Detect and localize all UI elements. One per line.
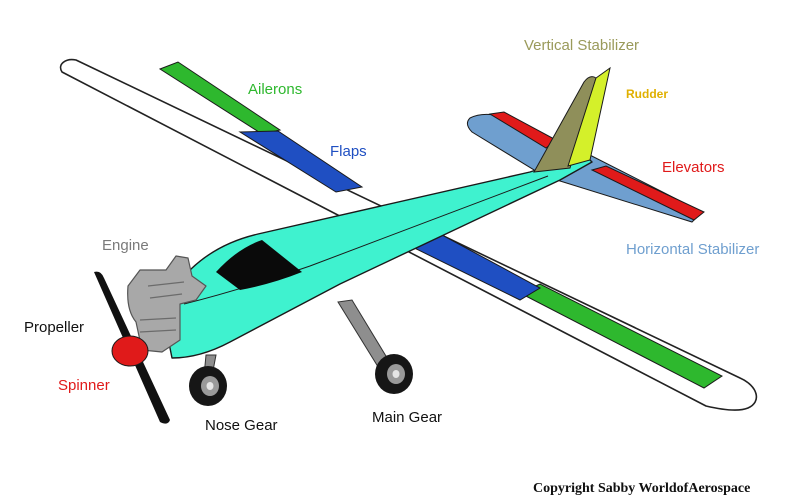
label-elevators: Elevators [662, 159, 725, 176]
label-rudder: Rudder [626, 87, 668, 101]
label-horizontal-stabilizer: Horizontal Stabilizer [626, 241, 759, 258]
label-vertical-stabilizer: Vertical Stabilizer [524, 37, 639, 54]
label-propeller: Propeller [24, 319, 84, 336]
flap-left [238, 130, 364, 193]
rudder [567, 66, 611, 167]
copyright-notice: Copyright Sabby WorldofAerospace [533, 481, 750, 496]
fuselage [167, 153, 593, 359]
elevator-right [590, 165, 705, 221]
label-spinner: Spinner [58, 377, 110, 394]
windshield [216, 240, 302, 290]
label-ailerons: Ailerons [248, 81, 302, 98]
aileron-left [158, 61, 282, 135]
label-main-gear: Main Gear [372, 409, 442, 426]
engine-details [139, 281, 185, 333]
main-gear-wheel [375, 354, 413, 394]
label-nose-gear: Nose Gear [205, 417, 278, 434]
label-engine: Engine [102, 237, 149, 254]
nose-gear-wheel [189, 366, 227, 406]
aileron-right [518, 283, 723, 389]
spinner [111, 335, 149, 367]
label-flaps: Flaps [330, 143, 367, 160]
